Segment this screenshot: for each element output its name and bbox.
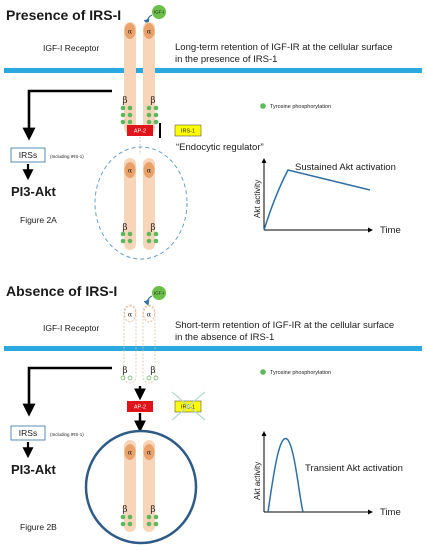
receptor-label-a: IGF-I Receptor [43,43,99,53]
igf-ligand-a: IGF-I [143,5,166,26]
phospho-legend-dot-b [260,369,266,375]
chart-b-y-label: Akt activity [253,462,262,500]
svg-text:IGF-I: IGF-I [154,10,164,15]
svg-text:β: β [150,366,155,376]
svg-text:β: β [122,96,127,106]
receptor-label-b: IGF-I Receptor [43,323,99,333]
membrane-b [4,346,422,351]
chart-a-x-label: Time [380,225,401,236]
svg-text:β: β [122,366,127,376]
panel-b-title: Absence of IRS-I [6,283,117,299]
svg-text:α: α [128,28,133,36]
chart-a-y-label: Akt activity [253,180,262,218]
panel-a: Presence of IRS-I IGF-I IGF-I Receptor L… [4,5,422,260]
endosome-dashed-a [94,146,188,260]
svg-text:AP-2: AP-2 [134,405,146,411]
irs1-absent-cross [171,391,206,421]
pi3-akt-b: PI3-Akt [11,462,56,477]
figure-2a-label: Figure 2A [20,215,57,225]
svg-text:IRSs: IRSs [19,428,37,438]
chart-transient-akt: Transient Akt activation Akt activity Ti… [253,431,403,518]
svg-text:α: α [147,449,152,457]
chart-a-label: Sustained Akt activation [295,162,396,173]
arrow-to-irss-b [22,366,112,417]
svg-text:β: β [122,505,127,515]
irss-box-b [10,425,46,441]
phospho-label-a: Tyrosine phosphorylation [270,104,331,110]
endosome-solid-b [84,429,198,545]
endocytic-regulator-label: “Endocytic regulator” [176,142,264,153]
including-irs1-b: (Including IRS-1) [50,432,84,437]
ap2-box-a [127,125,153,136]
membrane-a [4,68,422,73]
irs1-box-a [174,124,202,137]
retention-note-a-line2: in the presence of IRS-1 [175,54,277,65]
svg-text:α: α [128,449,133,457]
svg-text:β: β [150,223,155,233]
svg-text:IRS-1: IRS-1 [181,405,195,411]
svg-text:α: α [147,311,152,319]
chart-b-label: Transient Akt activation [305,463,403,474]
svg-text:α: α [128,167,133,175]
chart-sustained-akt: Sustained Akt activation Akt activity Ti… [253,158,401,236]
transient-curve [267,437,304,513]
svg-text:IGF-I: IGF-I [154,291,164,296]
igf1-receptor-a: α α β β [120,22,159,134]
chart-b-x-label: Time [380,507,401,518]
phospho-dots-a [120,105,159,125]
pi3-akt-a: PI3-Akt [11,184,56,199]
sustained-curve [263,169,371,231]
igf-ligand-b: IGF-I [143,286,166,307]
internalized-receptor-a: α α β β [120,158,159,250]
svg-text:AP-2: AP-2 [134,129,146,135]
panel-a-title: Presence of IRS-I [6,7,121,23]
igf1-receptor-b-leaving: α α β β [120,304,159,384]
ap2-box-b [127,401,153,412]
svg-text:β: β [122,223,127,233]
svg-text:IRS-1: IRS-1 [181,129,195,135]
figure-2b-label: Figure 2B [20,522,57,532]
svg-text:α: α [147,167,152,175]
retention-note-b-line2: in the absence of IRS-1 [175,332,274,343]
arrow-to-irss-a [22,89,112,141]
svg-text:α: α [128,311,133,319]
phospho-legend-dot-a [260,103,266,109]
svg-text:IRSs: IRSs [19,150,37,160]
retention-note-b-line1: Short-term retention of IGF-IR at the ce… [175,320,394,331]
svg-text:β: β [150,505,155,515]
phospho-label-b: Tyrosine phosphorylation [270,370,331,376]
internalized-receptor-b: α α β β [120,440,159,532]
retention-note-a-line1: Long-term retention of IGF-IR at the cel… [175,42,393,53]
svg-text:α: α [147,28,152,36]
panel-b: Absence of IRS-I IGF-I IGF-I Receptor Sh… [4,283,422,545]
irss-box-a [10,147,46,163]
including-irs1-a: (Including IRS-1) [50,154,84,159]
svg-text:β: β [150,96,155,106]
